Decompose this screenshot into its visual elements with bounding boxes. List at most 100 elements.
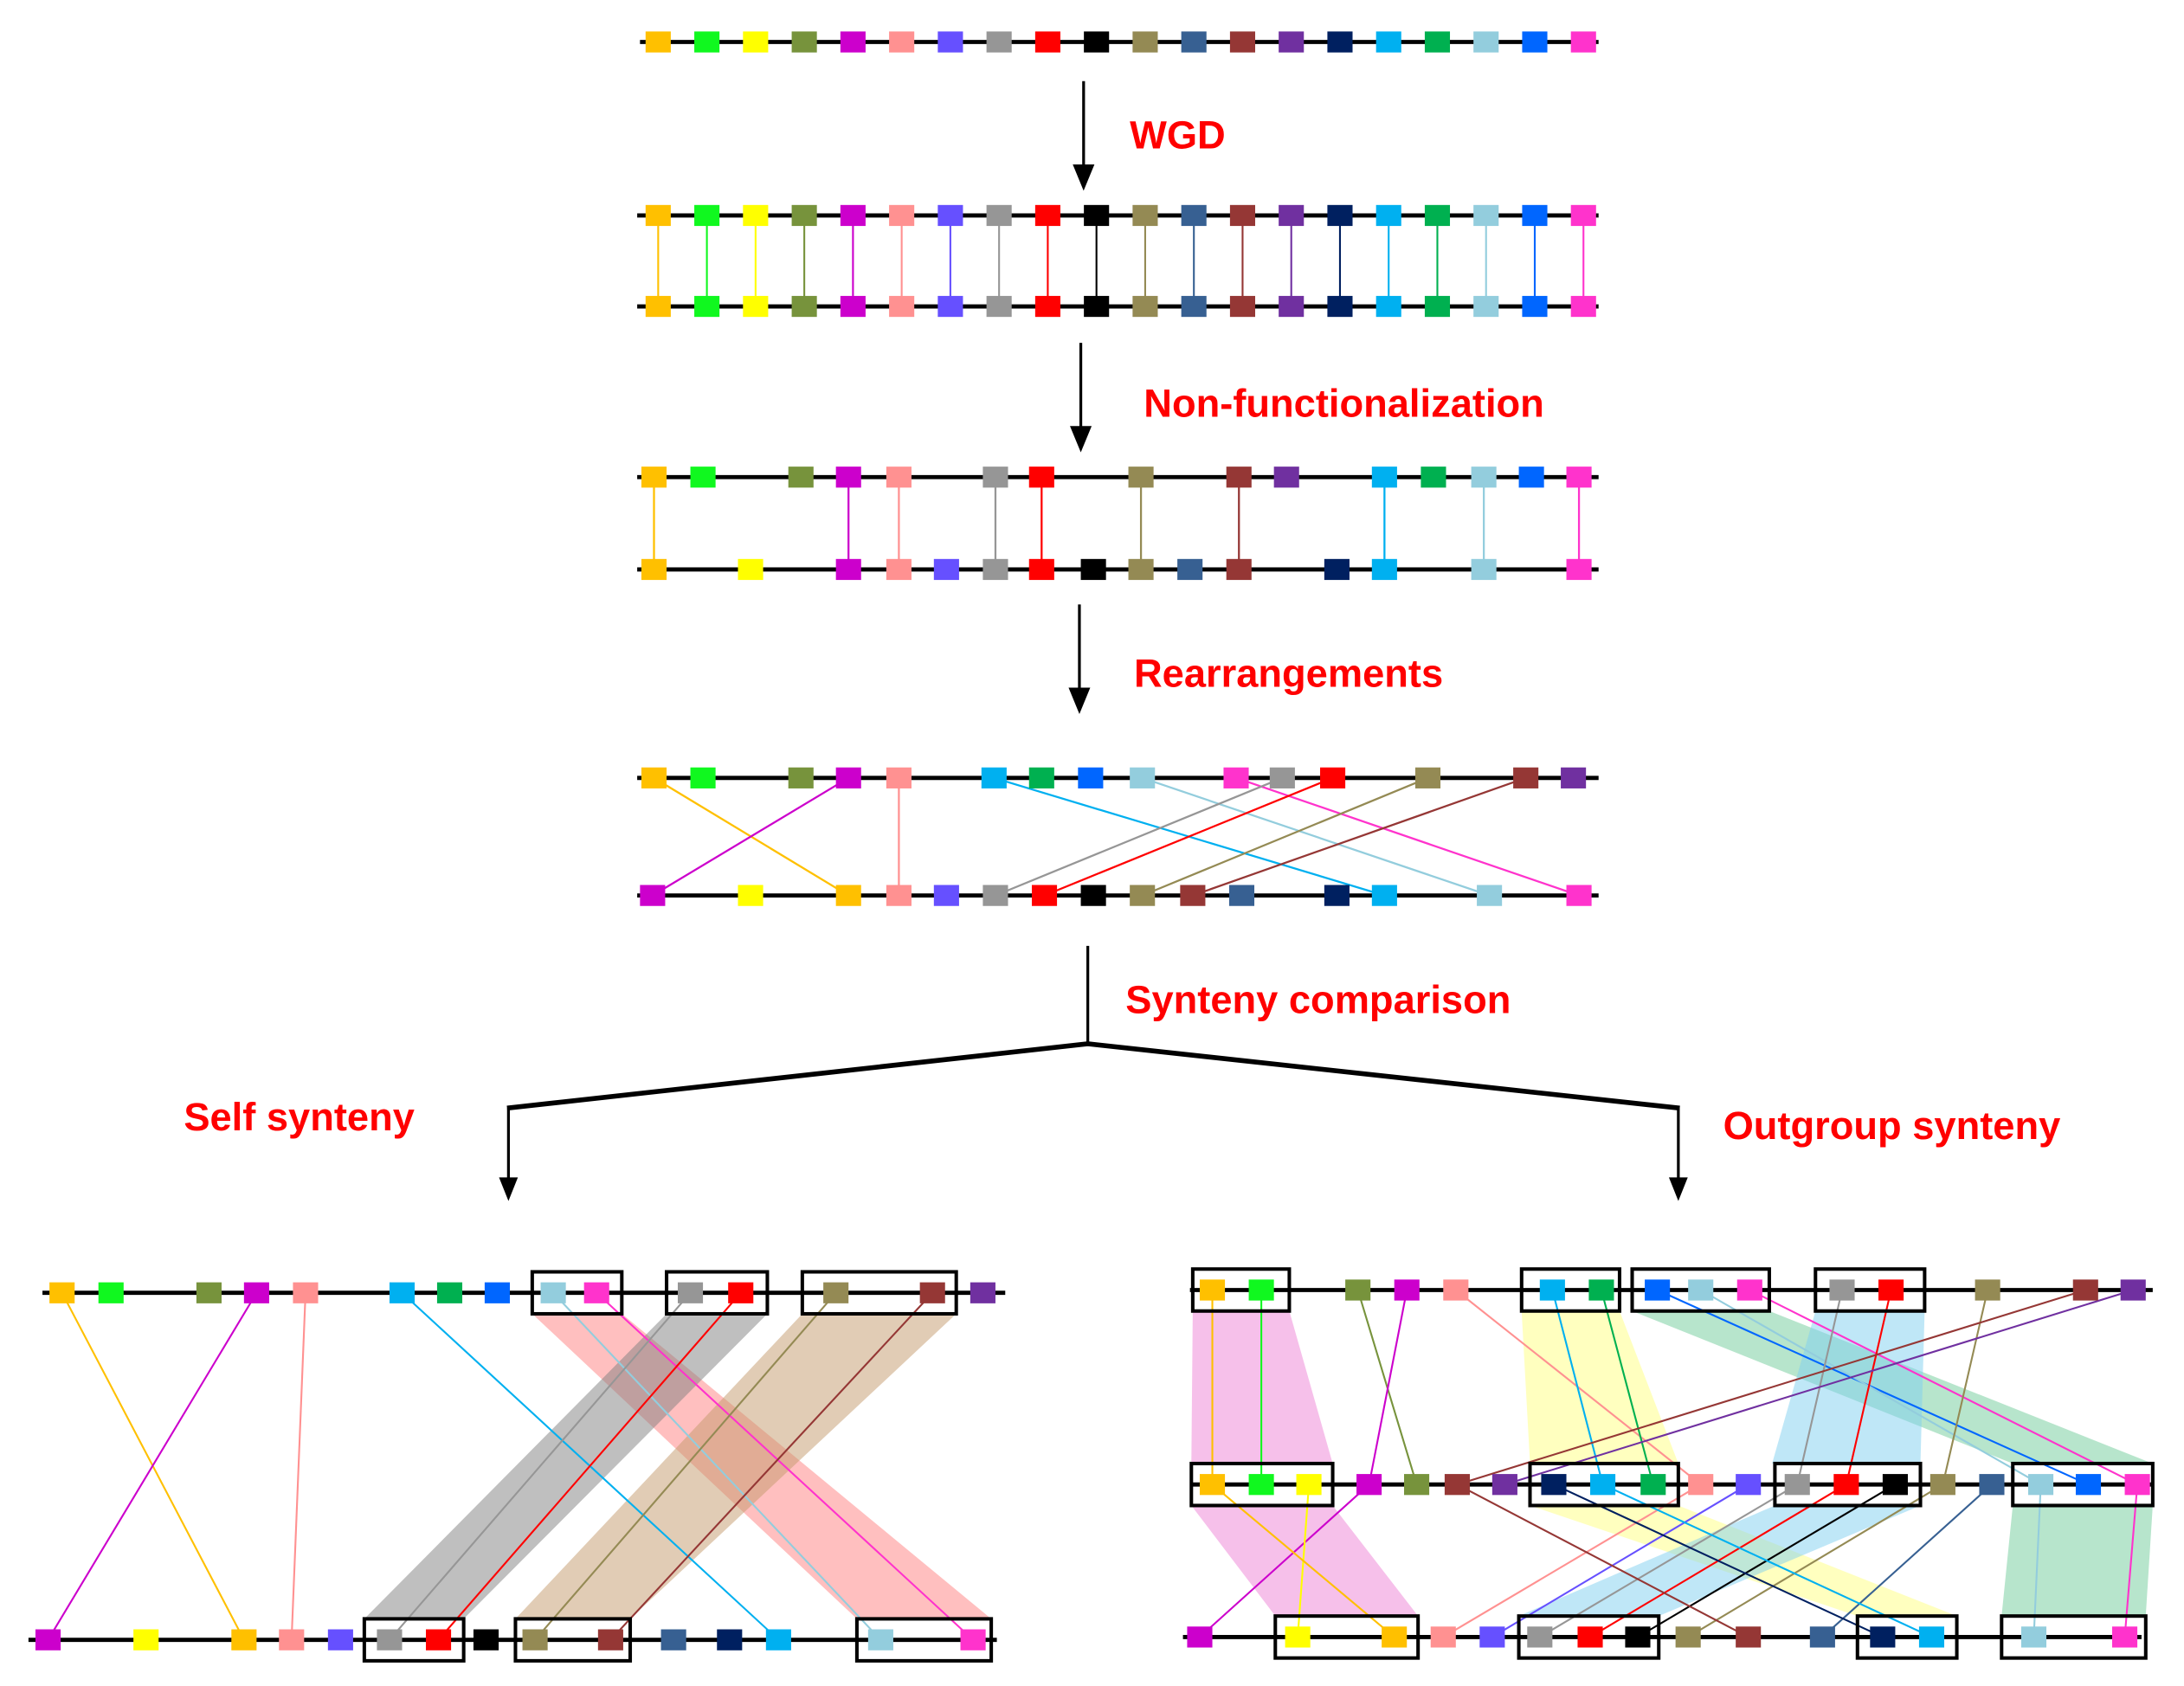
- wgd-bottom-gene-gray: [986, 295, 1012, 318]
- outgroup-top-gene-blue: [1645, 1279, 1671, 1301]
- self-link-gene-red: [437, 1292, 742, 1641]
- wgd-bottom-gene-blue: [1522, 295, 1548, 318]
- self-bottom-box: [854, 1617, 994, 1663]
- self-top-gene-brown: [919, 1282, 945, 1303]
- wgd-bottom-gene-teal: [1424, 295, 1451, 318]
- label-nonfunctionalization: Non-functionalization: [1144, 382, 1544, 426]
- outgroup-bottom-box: [1855, 1614, 1959, 1660]
- arrow-outgroup-head-icon: [1668, 1177, 1688, 1201]
- rearr-bottom-gene-red: [1031, 885, 1058, 906]
- self-bottom-gene-magenta: [35, 1629, 61, 1651]
- wgd-bottom-gene-olive: [791, 295, 817, 318]
- self-top-gene-teal: [436, 1282, 463, 1303]
- self-link-gene-pink: [596, 1291, 974, 1641]
- nonfunc-bottom-gene-cyan: [1371, 558, 1397, 581]
- outgroup-bottom-link-gene-cyan: [1602, 1483, 1932, 1638]
- outgroup-top-link-gene-teal: [1600, 1290, 1654, 1485]
- rearr-top-gene-gray: [1269, 767, 1295, 788]
- self-bottom-gene-black: [473, 1629, 499, 1651]
- outgroup-middle-gene-purple: [1491, 1474, 1517, 1496]
- ancestral-gene-orange: [645, 31, 671, 53]
- nonfunc-bottom-gene-magenta: [835, 558, 861, 581]
- outgroup-middle-gene-red: [1833, 1474, 1859, 1496]
- ancestral-gene-green: [694, 31, 720, 53]
- ancestral-gene-navy: [1327, 31, 1353, 53]
- nonfunc-bottom-gene-navy: [1324, 558, 1350, 581]
- wgd-top-gene-blue: [1522, 204, 1548, 227]
- nonfunc-bottom-gene-yellow: [738, 558, 763, 581]
- rearr-top-gene-pink: [1223, 767, 1249, 788]
- outgroup-bottom-gene-magenta: [1187, 1626, 1213, 1648]
- self-top-gene-salmon: [293, 1282, 319, 1303]
- self-bottom-gene-navy: [717, 1629, 743, 1651]
- arrow-wgd-head-icon: [1073, 164, 1095, 191]
- nonfunc-bottom-gene-steelblue: [1177, 558, 1203, 581]
- nonfunc-bottom-gene-khaki: [1128, 558, 1154, 581]
- self-top-gene-red: [728, 1282, 754, 1303]
- outgroup-top-gene-gray: [1829, 1279, 1855, 1301]
- outgroup-top-box: [1190, 1267, 1292, 1313]
- nonfunc-top-gene-olive: [788, 467, 814, 488]
- wgd-top-gene-navy: [1327, 204, 1353, 227]
- rearr-top-gene-orange: [641, 767, 667, 788]
- label-outgroup-synteny: Outgroup synteny: [1723, 1104, 2061, 1148]
- rearr-top-gene-purple: [1561, 767, 1587, 788]
- self-link-gene-brown: [609, 1292, 933, 1641]
- outgroup-middle-gene-magenta: [1356, 1474, 1382, 1496]
- rearr-link-gene-khaki: [1142, 776, 1428, 897]
- nonfunc-bottom-gene-orange: [641, 558, 667, 581]
- outgroup-bottom-gene-yellow: [1285, 1626, 1311, 1648]
- wgd-top-gene-green: [694, 204, 720, 227]
- outgroup-bottom-gene-brown: [1736, 1626, 1762, 1648]
- self-link-gene-khaki: [534, 1292, 837, 1641]
- nonfunc-top-gene-green: [690, 467, 716, 488]
- wgd-bottom-gene-pink: [1570, 295, 1596, 318]
- label-rearrangements: Rearrangements: [1134, 652, 1443, 696]
- ancestral-gene-yellow: [743, 31, 769, 53]
- nonfunc-top-gene-gray: [982, 467, 1008, 488]
- outgroup-bottom-gene-cyan: [1918, 1626, 1945, 1648]
- ancestral-gene-gray: [986, 31, 1012, 53]
- outgroup-middle-box: [1189, 1461, 1335, 1508]
- wgd-bottom-gene-orange: [645, 295, 671, 318]
- self-bottom-gene-steelblue: [660, 1629, 686, 1651]
- self-link-gene-gray: [389, 1292, 692, 1641]
- self-top-gene-orange: [49, 1282, 75, 1303]
- outgroup-middle-gene-salmon: [1688, 1474, 1714, 1496]
- self-bottom-gene-brown: [597, 1629, 623, 1651]
- rearr-link-gene-magenta: [652, 776, 849, 897]
- self-link-gene-lightblue: [552, 1292, 882, 1641]
- outgroup-bottom-link-gene-navy: [1553, 1483, 1884, 1638]
- rearr-top-gene-green: [690, 767, 716, 788]
- rearr-link-gene-brown: [1192, 776, 1527, 897]
- outgroup-middle-box: [2011, 1461, 2155, 1508]
- rearr-link-gene-lightblue: [1142, 776, 1490, 897]
- rearr-bottom-gene-violet: [933, 885, 959, 906]
- outgroup-bottom-gene-violet: [1479, 1626, 1505, 1648]
- gene-blocks: [35, 31, 2150, 1651]
- wgd-top-gene-steelblue: [1181, 204, 1207, 227]
- nonfunc-bottom-gene-salmon: [886, 558, 912, 581]
- outgroup-top-link-gene-brown: [1457, 1289, 2086, 1486]
- rearr-top-gene-magenta: [835, 767, 861, 788]
- outgroup-top-link-gene-lightblue: [1700, 1289, 2042, 1486]
- outgroup-middle-gene-pink: [2124, 1474, 2150, 1496]
- wgd-bottom-gene-navy: [1327, 295, 1353, 318]
- outgroup-top-link-gene-pink: [1749, 1289, 2138, 1486]
- wgd-bottom-gene-violet: [937, 295, 963, 318]
- rearr-top-gene-blue: [1078, 767, 1104, 788]
- wgd-bottom-gene-green: [694, 295, 720, 318]
- arrow-self-head-icon: [499, 1177, 519, 1201]
- ancestral-gene-steelblue: [1181, 31, 1207, 53]
- synteny-bands: [364, 1310, 2153, 1619]
- wgd-top-gene-brown: [1229, 204, 1255, 227]
- outgroup-middle-gene-steelblue: [1979, 1474, 2005, 1496]
- outgroup-bottom-link-gene-magenta: [1199, 1483, 1370, 1638]
- self-top-gene-lightblue: [540, 1282, 566, 1303]
- flow-arrows: [499, 80, 1688, 1201]
- nonfunc-top-gene-blue: [1518, 467, 1544, 488]
- outgroup-bottom-box: [2000, 1614, 2148, 1660]
- rearr-bottom-gene-steelblue: [1228, 885, 1255, 906]
- homolog-links: [47, 215, 2139, 1641]
